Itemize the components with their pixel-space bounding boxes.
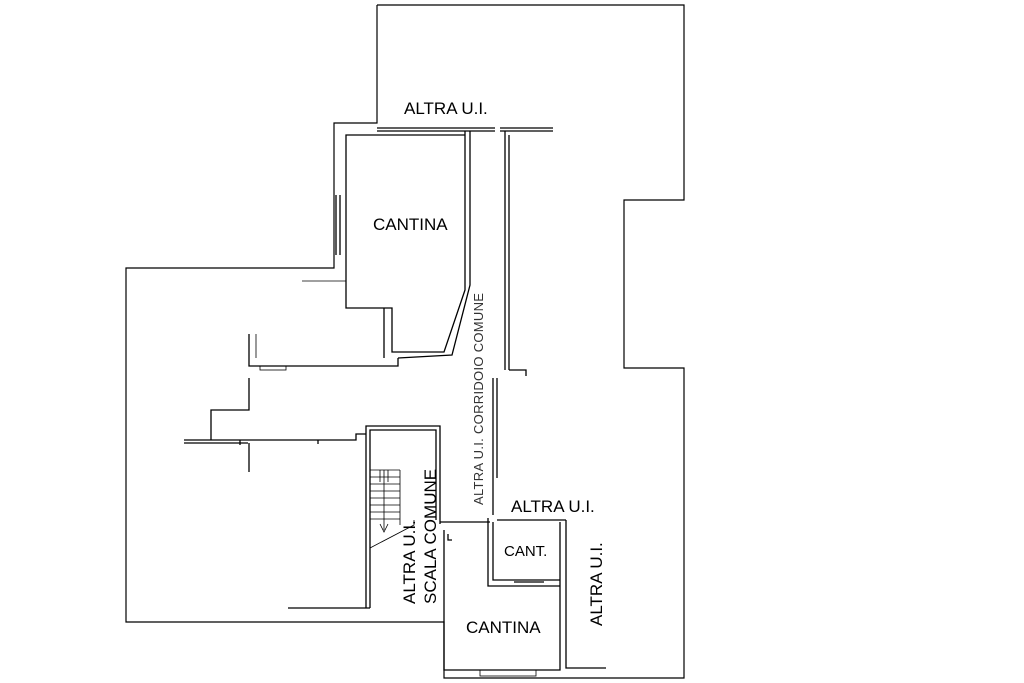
stair-area bbox=[288, 425, 441, 609]
corridor-right-wall bbox=[492, 131, 527, 515]
label-altra-right: ALTRA U.I. bbox=[587, 542, 606, 626]
property-boundary bbox=[125, 4, 685, 679]
left-middle-walls bbox=[184, 334, 399, 472]
top-wall bbox=[377, 127, 553, 132]
label-altra-mid: ALTRA U.I. bbox=[511, 497, 595, 516]
lower-rooms-walls bbox=[440, 518, 606, 677]
label-altra-top: ALTRA U.I. bbox=[404, 99, 488, 118]
upper-cantina-walls bbox=[302, 131, 471, 359]
label-cant-small: CANT. bbox=[504, 543, 547, 560]
label-cantina-bottom: CANTINA bbox=[466, 618, 541, 637]
stair-steps bbox=[369, 469, 415, 549]
label-altra-scala: ALTRA U.I. bbox=[400, 520, 419, 604]
label-cantina-top: CANTINA bbox=[373, 215, 448, 234]
label-corridoio-comune: ALTRA U.I. CORRIDOIO COMUNE bbox=[471, 293, 486, 505]
label-scala-comune: SCALA COMUNE bbox=[421, 469, 440, 604]
